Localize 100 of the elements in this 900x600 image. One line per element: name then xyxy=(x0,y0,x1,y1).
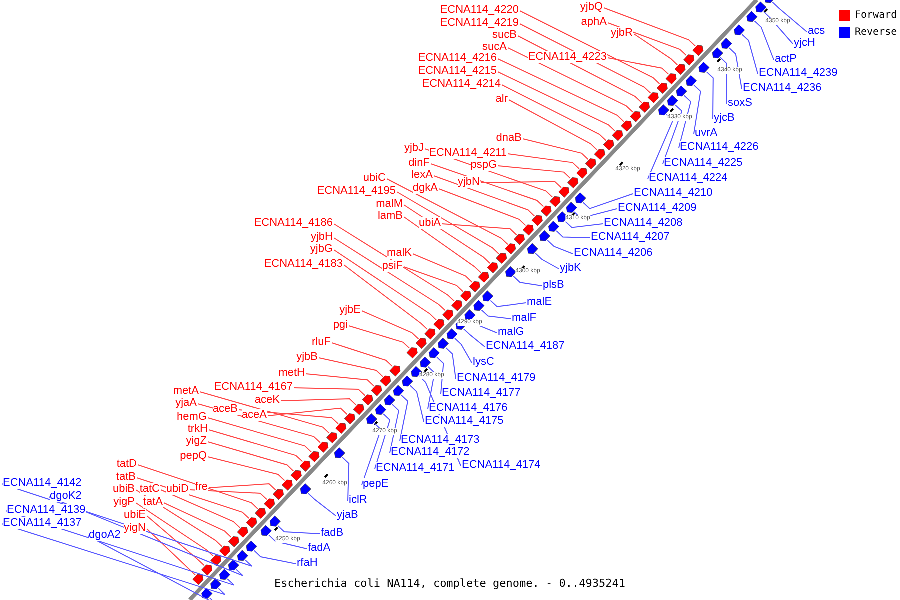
gene-block xyxy=(406,348,418,359)
gene-label: ECNA114_4211 xyxy=(429,147,507,159)
leader-line xyxy=(728,48,742,90)
gene-block xyxy=(603,140,614,151)
gene-block xyxy=(362,394,374,406)
leader-line xyxy=(706,72,714,120)
gene-block xyxy=(594,149,606,160)
gene-block xyxy=(246,540,258,552)
gene-block xyxy=(674,64,686,76)
leader-line xyxy=(390,404,400,454)
leader-line xyxy=(334,238,446,312)
gene-block xyxy=(667,95,678,106)
leader-line xyxy=(772,2,808,32)
gene-block xyxy=(429,347,440,358)
gene-label: ECNA114_4177 xyxy=(442,387,521,399)
gene-block xyxy=(300,460,311,472)
leader-line xyxy=(374,414,391,470)
gene-block xyxy=(658,104,670,116)
gene-block xyxy=(438,338,449,349)
gene-block xyxy=(384,394,396,406)
gene-label: ECNA114_4215 xyxy=(418,65,497,77)
gene-block xyxy=(621,120,632,132)
gene-block xyxy=(228,536,240,548)
leader-line xyxy=(535,252,560,270)
gene-label: yjcB xyxy=(714,112,735,124)
gene-block xyxy=(336,423,346,434)
gene-block xyxy=(612,130,624,142)
gene-block xyxy=(220,569,230,580)
leader-line xyxy=(410,385,424,422)
gene-block xyxy=(540,206,552,217)
gene-block xyxy=(576,168,588,179)
gene-block xyxy=(558,187,570,198)
gene-label: ECNA114_4239 xyxy=(759,67,838,79)
gene-label: uvrA xyxy=(695,127,718,139)
leader-line xyxy=(362,310,420,340)
leader-line xyxy=(428,366,436,410)
gene-block xyxy=(334,448,346,458)
gene-label: ubiB xyxy=(112,483,135,495)
gene-label: ECNA114_4226 xyxy=(680,141,759,153)
legend-label: Reverse xyxy=(855,27,898,39)
gene-label: yigZ xyxy=(186,435,207,447)
gene-label: psiF xyxy=(382,260,403,272)
gene-label: trkH xyxy=(188,423,208,435)
gene-label: yjbH xyxy=(310,231,333,243)
leader-line xyxy=(720,57,728,104)
gene-label: ubiE xyxy=(124,509,146,521)
gene-block xyxy=(282,480,293,491)
gene-block xyxy=(452,300,462,312)
gene-label: ECNA114_4186 xyxy=(254,217,333,229)
gene-block xyxy=(505,244,516,255)
gene-label: ECNA114_4137 xyxy=(3,517,82,529)
leader-line xyxy=(454,338,472,364)
gene-label: rluF xyxy=(312,336,331,348)
gene-label: metA xyxy=(173,385,199,397)
leader-line xyxy=(254,550,296,564)
leader-line xyxy=(508,48,634,113)
gene-label: yjbJ xyxy=(404,142,424,154)
gene-label: lexA xyxy=(412,169,433,181)
gene-block xyxy=(273,489,284,500)
gene-label: actP xyxy=(775,53,798,65)
leader-line xyxy=(604,8,696,47)
gene-block xyxy=(464,310,476,321)
gene-label: ECNA114_4207 xyxy=(591,231,670,243)
leader-line xyxy=(136,490,223,548)
gene-block xyxy=(514,234,525,246)
gene-block xyxy=(474,300,485,312)
gene-block xyxy=(550,196,561,208)
gene-block xyxy=(210,578,222,590)
gene-label: pgi xyxy=(333,319,348,331)
leader-line xyxy=(556,230,590,238)
gene-block xyxy=(308,451,320,462)
gene-label: yjcH xyxy=(794,37,816,49)
leader-line xyxy=(334,224,455,302)
leader-line xyxy=(280,398,357,406)
leader-line xyxy=(648,114,674,180)
gene-block xyxy=(420,356,432,368)
leader-line xyxy=(278,525,320,534)
gene-label: ECNA114_4236 xyxy=(743,82,822,94)
gene-label: pspG xyxy=(470,159,497,171)
gene-label: tatC xyxy=(140,483,160,495)
gene-block xyxy=(366,414,378,424)
gene-block xyxy=(460,290,472,302)
leader-line xyxy=(442,224,518,236)
gene-block xyxy=(192,574,204,586)
gene-block xyxy=(202,564,213,576)
leader-line xyxy=(404,266,464,292)
leader-line xyxy=(480,181,562,188)
gene-label: ECNA114_4206 xyxy=(574,247,653,259)
leader-line xyxy=(508,154,580,170)
gene-label: plsB xyxy=(543,279,564,291)
gene-block xyxy=(692,45,704,56)
leader-line xyxy=(608,58,670,75)
gene-block xyxy=(684,54,695,66)
leader-line xyxy=(386,178,508,246)
gene-label: ECNA114_4174 xyxy=(462,459,541,471)
leader-line xyxy=(146,528,196,576)
gene-block xyxy=(648,92,659,104)
gene-label: malG xyxy=(498,326,524,338)
leader-line xyxy=(547,240,574,254)
gene-label: metH xyxy=(278,367,305,379)
